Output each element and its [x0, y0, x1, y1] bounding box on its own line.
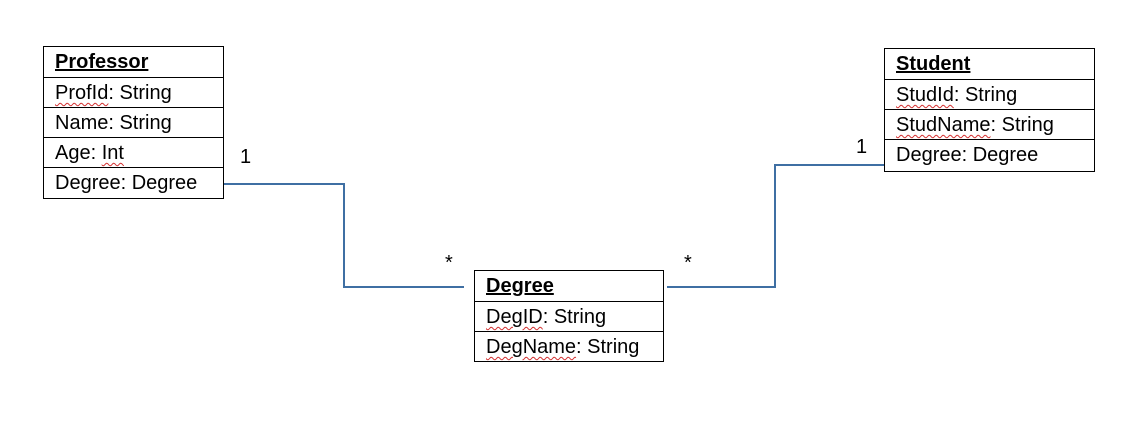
- professor-attr-profid: ProfId: String: [44, 77, 223, 107]
- student-attr-studid: StudId: String: [885, 79, 1094, 109]
- professor-attr-name-text: Name: String: [55, 112, 172, 134]
- professor-degree-association: [224, 183, 464, 288]
- degree-attr-degname-name: DegName: [486, 336, 577, 358]
- student-attr-studname-name: StudName: [896, 114, 991, 136]
- degree-class-box: Degree DegID: String DegName: String: [474, 270, 664, 362]
- multiplicity-degree-right-end: *: [684, 252, 692, 274]
- professor-attr-profid-name: ProfId: [55, 82, 109, 104]
- degree-attr-degid-name: DegID: [486, 306, 543, 328]
- professor-attr-age-type: Int: [101, 142, 124, 164]
- multiplicity-student-end: 1: [856, 136, 868, 158]
- professor-attr-age: Age: Int: [44, 137, 223, 167]
- professor-attr-age-name: Age:: [55, 142, 102, 164]
- student-attr-studname: StudName: String: [885, 109, 1094, 139]
- student-class-name: Student: [896, 53, 971, 75]
- student-attr-degree: Degree: Degree: [885, 139, 1094, 169]
- professor-attr-profid-type: : String: [108, 82, 172, 104]
- multiplicity-degree-left-end: *: [445, 252, 453, 274]
- degree-attr-degid-type: : String: [542, 306, 607, 328]
- student-attr-studname-type: : String: [990, 114, 1054, 136]
- professor-attr-name: Name: String: [44, 107, 223, 137]
- professor-class-name: Professor: [55, 51, 149, 73]
- student-attr-studid-type: : String: [953, 84, 1018, 106]
- degree-class-name: Degree: [486, 275, 554, 297]
- degree-attr-degid: DegID: String: [475, 301, 663, 331]
- student-degree-association: [667, 164, 884, 288]
- professor-attr-degree-text: Degree: Degree: [55, 172, 198, 194]
- professor-class-box: Professor ProfId: String Name: String Ag…: [43, 46, 224, 199]
- student-attr-studid-name: StudId: [896, 84, 954, 106]
- professor-attr-degree: Degree: Degree: [44, 167, 223, 197]
- student-attr-degree-text: Degree: Degree: [896, 144, 1039, 166]
- multiplicity-professor-end: 1: [240, 146, 252, 168]
- degree-attr-degname-type: : String: [576, 336, 640, 358]
- degree-attr-degname: DegName: String: [475, 331, 663, 361]
- student-class-box: Student StudId: String StudName: String …: [884, 48, 1095, 172]
